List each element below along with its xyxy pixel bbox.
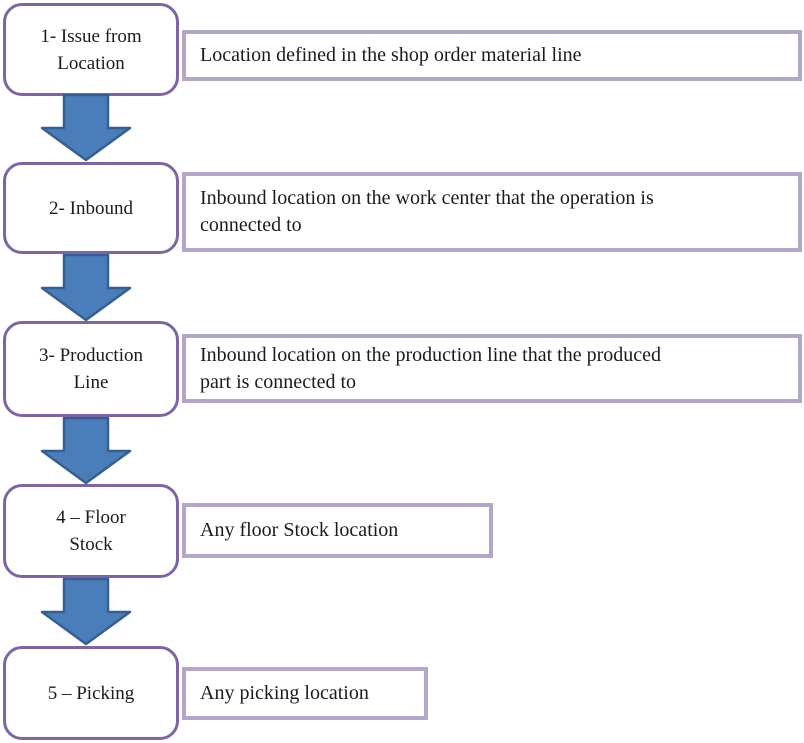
desc-line: connected to — [200, 214, 302, 236]
step-label-line: 1- Issue from — [40, 25, 142, 47]
step-label: 4 – Floor Stock — [56, 504, 126, 558]
step-label: 2- Inbound — [49, 195, 133, 222]
down-arrow-icon — [40, 254, 132, 322]
desc-box-5: Any picking location — [182, 667, 428, 720]
desc-line: Location defined in the shop order mater… — [200, 44, 582, 66]
down-arrow-icon — [40, 94, 132, 162]
step-box-2-inbound: 2- Inbound — [3, 162, 179, 254]
step-box-4-floor-stock: 4 – Floor Stock — [3, 484, 179, 578]
desc-text: Inbound location on the work center that… — [200, 185, 654, 239]
step-box-1-issue-from-location: 1- Issue from Location — [3, 3, 179, 96]
step-label-line: Location — [57, 52, 125, 74]
desc-box-4: Any floor Stock location — [182, 503, 493, 558]
desc-text: Location defined in the shop order mater… — [200, 42, 582, 69]
desc-line: Any floor Stock location — [200, 519, 399, 541]
desc-text: Any floor Stock location — [200, 517, 398, 544]
desc-box-3: Inbound location on the production line … — [182, 334, 802, 403]
desc-text: Inbound location on the production line … — [200, 342, 661, 396]
step-label: 5 – Picking — [48, 680, 135, 707]
down-arrow-icon — [40, 417, 132, 485]
down-arrow-icon — [40, 578, 132, 646]
step-box-5-picking: 5 – Picking — [3, 646, 179, 740]
step-box-3-production-line: 3- Production Line — [3, 321, 179, 417]
step-label: 1- Issue from Location — [40, 23, 141, 77]
desc-line: part is connected to — [200, 370, 357, 393]
desc-line: Any picking location — [200, 682, 369, 704]
step-label-line: 3- Production — [39, 345, 143, 366]
step-label-line: Line — [73, 372, 109, 393]
step-label-line: 2- Inbound — [49, 197, 133, 219]
step-label-line: 5 – Picking — [47, 682, 135, 704]
desc-text: Any picking location — [200, 680, 369, 707]
desc-line: Inbound location on the production line … — [200, 343, 661, 366]
step-label-line: Stock — [69, 534, 113, 555]
step-label: 3- Production Line — [39, 342, 143, 396]
desc-box-1: Location defined in the shop order mater… — [182, 30, 802, 81]
desc-box-2: Inbound location on the work center that… — [182, 172, 802, 252]
step-label-line: 4 – Floor — [56, 507, 126, 528]
desc-line: Inbound location on the work center that… — [200, 187, 654, 209]
